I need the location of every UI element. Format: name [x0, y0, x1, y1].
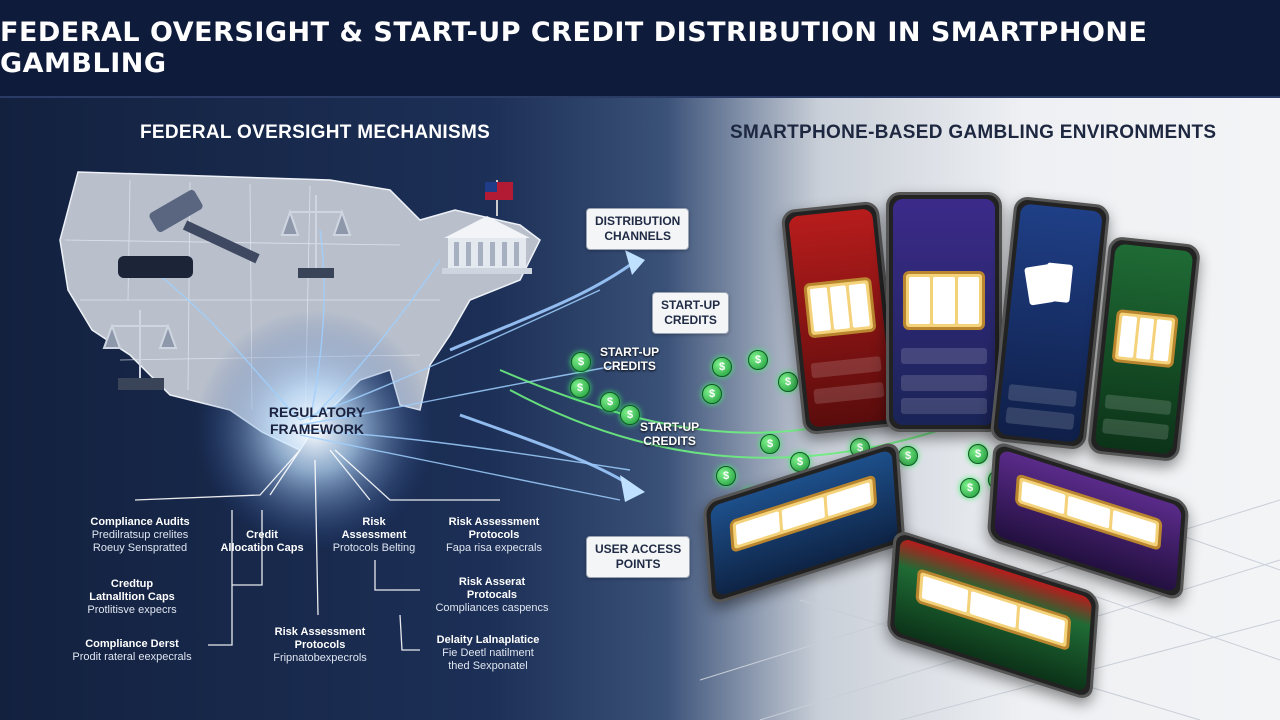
- node-sub: Predilratsup crelites Roeuy Senspratted: [91, 529, 189, 554]
- node-risk-asserat: Risk Asserat Protocals Compliances caspe…: [422, 576, 562, 615]
- dollar-coin-icon: $: [760, 434, 780, 454]
- gavel-icon: [118, 189, 260, 278]
- node-title: Risk Asserat Protocals: [458, 576, 526, 601]
- node-title: Risk Assessment Protocols: [448, 516, 540, 541]
- node-sub: Protlitisve expecrs: [87, 604, 177, 616]
- arrow-head-up: [625, 250, 645, 275]
- dollar-coin-icon: $: [570, 378, 590, 398]
- node-sub: Compliances caspencs: [435, 602, 549, 614]
- node-title: Delaity Lalnaplatice: [436, 634, 540, 646]
- playing-card-icon: [1043, 262, 1074, 303]
- dollar-coin-icon: $: [960, 478, 980, 498]
- user-access-points-pill: USER ACCESS POINTS: [586, 536, 691, 578]
- distribution-channels-pill: DISTRIBUTION CHANNELS: [586, 208, 690, 250]
- node-risk-protocols: Risk Assessment Protocols Fapa risa expe…: [424, 516, 564, 555]
- node-risk-assessment: Risk Assessment Protocols Belting: [304, 516, 444, 555]
- node-sub: Fapa risa expecrals: [446, 542, 542, 554]
- dollar-coin-icon: $: [620, 405, 640, 425]
- node-sub: Fripnatobexpecrols: [273, 652, 367, 664]
- node-sub: Prodit rateral eexpecrals: [72, 651, 192, 663]
- phone-purple-slots: [886, 192, 1002, 432]
- page-title: FEDERAL OVERSIGHT & START-UP CREDIT DIST…: [0, 17, 1148, 79]
- oversight-illustration: [59, 171, 631, 651]
- regulatory-framework-label: REGULATORY FRAMEWORK: [268, 404, 366, 437]
- slot-machine-icon: [1111, 309, 1179, 369]
- arrow-head-down: [620, 475, 645, 502]
- dollar-coin-icon: $: [600, 392, 620, 412]
- title-banner: FEDERAL OVERSIGHT & START-UP CREDIT DIST…: [0, 0, 1280, 98]
- right-heading: SMARTPHONE-BASED GAMBLING ENVIRONMENTS: [730, 122, 1217, 143]
- dollar-coin-icon: $: [748, 350, 768, 370]
- node-compliance-audits: Compliance Audits Predilratsup crelites …: [70, 516, 210, 555]
- scales-icon: [280, 195, 352, 278]
- node-risk-assessment-lower: Risk Assessment Protocols Fripnatobexpec…: [250, 626, 390, 665]
- scales-icon-lower: [102, 310, 178, 390]
- dollar-coin-icon: $: [716, 466, 736, 486]
- dollar-coin-icon: $: [968, 444, 988, 464]
- slot-machine-icon: [903, 271, 985, 331]
- node-sub: Fie Deetl natilment thed Sexponatel: [442, 647, 534, 672]
- slot-machine-icon: [729, 474, 878, 554]
- node-credit-allocation: Credit Allocation Caps: [192, 516, 332, 568]
- node-delaity: Delaity Lalnaplatice Fie Deetl natilment…: [418, 634, 558, 673]
- framework-connectors: [134, 449, 500, 651]
- node-credtup-caps: Credtup Latnalltion Caps Protlitisve exp…: [62, 578, 202, 617]
- left-heading: FEDERAL OVERSIGHT MECHANISMS: [140, 122, 491, 143]
- node-sub: Protocols Belting: [332, 542, 416, 554]
- dollar-coin-icon: $: [571, 352, 591, 372]
- slot-machine-icon: [803, 276, 877, 339]
- node-title: Credit Allocation Caps: [220, 529, 304, 554]
- startup-credits-pill: START-UP CREDITS: [652, 292, 730, 334]
- node-title: Risk Assessment: [341, 516, 407, 541]
- slot-machine-icon: [915, 567, 1072, 651]
- government-building-icon: [442, 180, 532, 274]
- node-compliance-derst: Compliance Derst Prodit rateral eexpecra…: [62, 638, 202, 664]
- node-title: Credtup Latnalltion Caps: [89, 578, 175, 603]
- node-title: Compliance Derst: [85, 638, 179, 650]
- dollar-coin-icon: $: [702, 384, 722, 404]
- flow-label-startup-2: START-UP CREDITS: [640, 420, 700, 448]
- node-title: Risk Assessment Protocols: [274, 626, 366, 651]
- flow-label-startup-1: START-UP CREDITS: [600, 345, 660, 373]
- dollar-coin-icon: $: [712, 357, 732, 377]
- node-title: Compliance Audits: [90, 516, 190, 528]
